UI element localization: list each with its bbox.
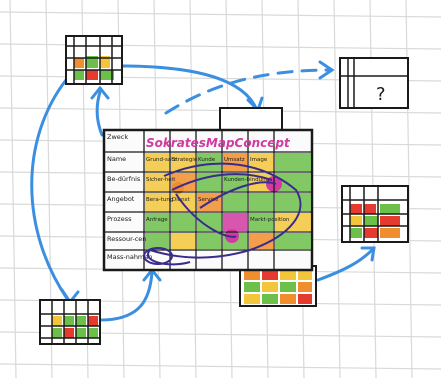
row-label: Angebot — [107, 195, 135, 203]
cell-fill — [249, 193, 273, 211]
cell-fill — [275, 193, 311, 211]
mini-card-top-left — [65, 35, 123, 85]
cell-text: Image — [250, 157, 268, 163]
cell-fill — [275, 173, 311, 191]
cell-fill — [223, 213, 247, 231]
arrow-top-to-middle — [118, 64, 258, 110]
arrow-main-to-top — [95, 90, 104, 137]
mini-card-bottom-left — [39, 299, 101, 345]
grid-line-h — [0, 363, 441, 370]
cell-text: Strategie — [172, 157, 198, 163]
mini-card-middle — [219, 107, 283, 133]
cell-fill — [249, 213, 273, 231]
cell-fill — [275, 153, 311, 171]
cell-text: ? — [146, 255, 149, 261]
cell-fill — [145, 173, 169, 191]
grid-line-h — [0, 11, 441, 18]
arrow-bottomright-to-right — [316, 248, 374, 282]
row-label: Name — [107, 155, 126, 163]
main-card-grid — [104, 129, 313, 271]
cell-fill — [145, 233, 169, 249]
main-card: SokratesMapConcept ZweckNameBe-dürfnisAn… — [102, 128, 314, 272]
cell-fill — [197, 213, 221, 231]
cell-text: Markt-position — [250, 217, 290, 223]
row-label: Prozess — [107, 215, 132, 223]
mini-card-right — [341, 185, 409, 243]
cell-text: Grund-satz — [146, 157, 176, 163]
cell-text: Kunden-bindung — [224, 177, 269, 183]
cell-fill — [223, 193, 247, 211]
cell-fill — [171, 233, 195, 249]
cell-text: Sicher-heit — [146, 177, 176, 183]
cell-fill — [145, 213, 169, 231]
cell-text: Bera-tung — [146, 197, 173, 203]
cell-fill — [249, 233, 273, 249]
mini-card-bottom-right — [239, 265, 317, 307]
arrow-bottom-to-main — [98, 270, 154, 322]
row-label: Be-dürfnis — [107, 175, 141, 183]
cell-fill — [145, 193, 169, 211]
cell-fill — [171, 213, 195, 231]
question-card — [339, 57, 409, 109]
cell-fill — [197, 153, 221, 171]
row-label: Ressour-cen — [107, 235, 146, 243]
arrow-left-loop — [30, 78, 70, 302]
cell-text: Umsatz — [224, 157, 245, 163]
arrowhead-6 — [360, 246, 376, 262]
grid-line-v — [9, 0, 17, 378]
purple-connections — [143, 162, 302, 266]
cell-fill — [223, 153, 247, 171]
arrowhead-3 — [90, 85, 110, 100]
grid-line-v — [333, 0, 341, 378]
cell-text: Kunde — [198, 157, 216, 163]
cell-fill — [197, 233, 221, 249]
cell-fill — [145, 153, 169, 171]
question-mark: ? — [376, 84, 386, 105]
arrowhead-5 — [318, 60, 335, 80]
row-label: Zweck — [107, 133, 128, 141]
row-label: Mass-nahmen — [107, 253, 152, 261]
row-labels: ZweckNameBe-dürfnisAngebotProzessRessour… — [107, 133, 152, 261]
cell-fill — [275, 233, 311, 249]
cell-text: Service — [198, 197, 219, 203]
cell-text: Anfrage — [146, 217, 168, 223]
arrow-dashed-to-question — [164, 68, 332, 115]
cell-fill — [249, 153, 273, 171]
main-card-title: SokratesMapConcept — [146, 136, 291, 150]
